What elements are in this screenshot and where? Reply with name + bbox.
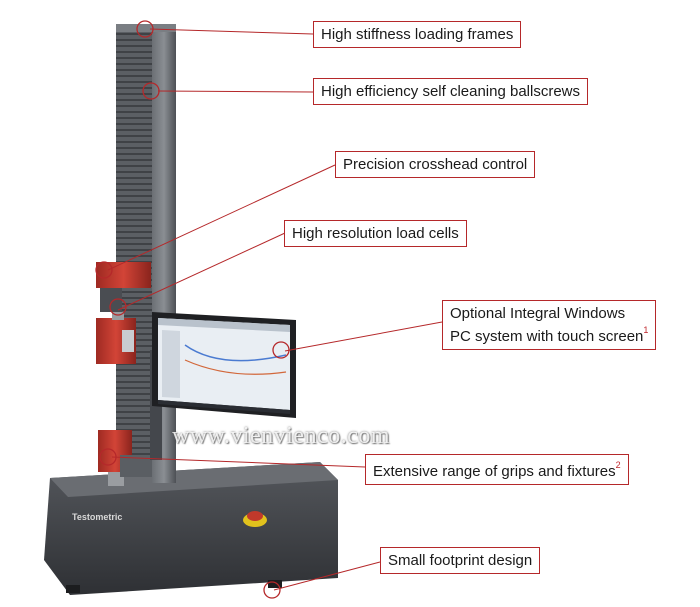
callout-grips-text: Extensive range of grips and fixtures <box>373 463 616 480</box>
callout-loadcells-text: High resolution load cells <box>292 225 459 242</box>
callout-ballscrews: High efficiency self cleaning ballscrews <box>313 78 589 105</box>
callout-footprint: Small footprint design <box>380 547 541 574</box>
footnote-marker-1: 1 <box>643 325 649 335</box>
crosshead <box>96 262 151 312</box>
emergency-stop-button <box>243 511 267 527</box>
machine-base <box>44 462 338 595</box>
touch-screen-monitor <box>150 312 296 460</box>
loading-frame-column <box>116 24 176 483</box>
brand-logo-text: Testometric <box>72 512 123 522</box>
callout-pc-system: Optional Integral Windows PC system with… <box>442 300 657 350</box>
watermark: www.vienvienco.com <box>172 423 391 449</box>
callout-pc-line2: PC system with touch screen <box>450 328 644 345</box>
callout-grips: Extensive range of grips and fixtures2 <box>365 454 629 485</box>
callout-stiffness: High stiffness loading frames <box>313 21 522 48</box>
footnote-marker-2: 2 <box>615 460 621 470</box>
callout-pc-line1: Optional Integral Windows <box>450 305 626 322</box>
callout-crosshead: Precision crosshead control <box>335 151 536 178</box>
leader-lines <box>107 28 443 591</box>
callout-loadcells: High resolution load cells <box>284 220 467 247</box>
callout-markers <box>95 20 290 599</box>
callout-ballscrews-text: High efficiency self cleaning ballscrews <box>321 83 581 100</box>
callout-footprint-text: Small footprint design <box>388 552 533 569</box>
load-cell <box>96 312 136 364</box>
callout-stiffness-text: High stiffness loading frames <box>321 26 514 43</box>
callout-crosshead-text: Precision crosshead control <box>343 156 528 173</box>
